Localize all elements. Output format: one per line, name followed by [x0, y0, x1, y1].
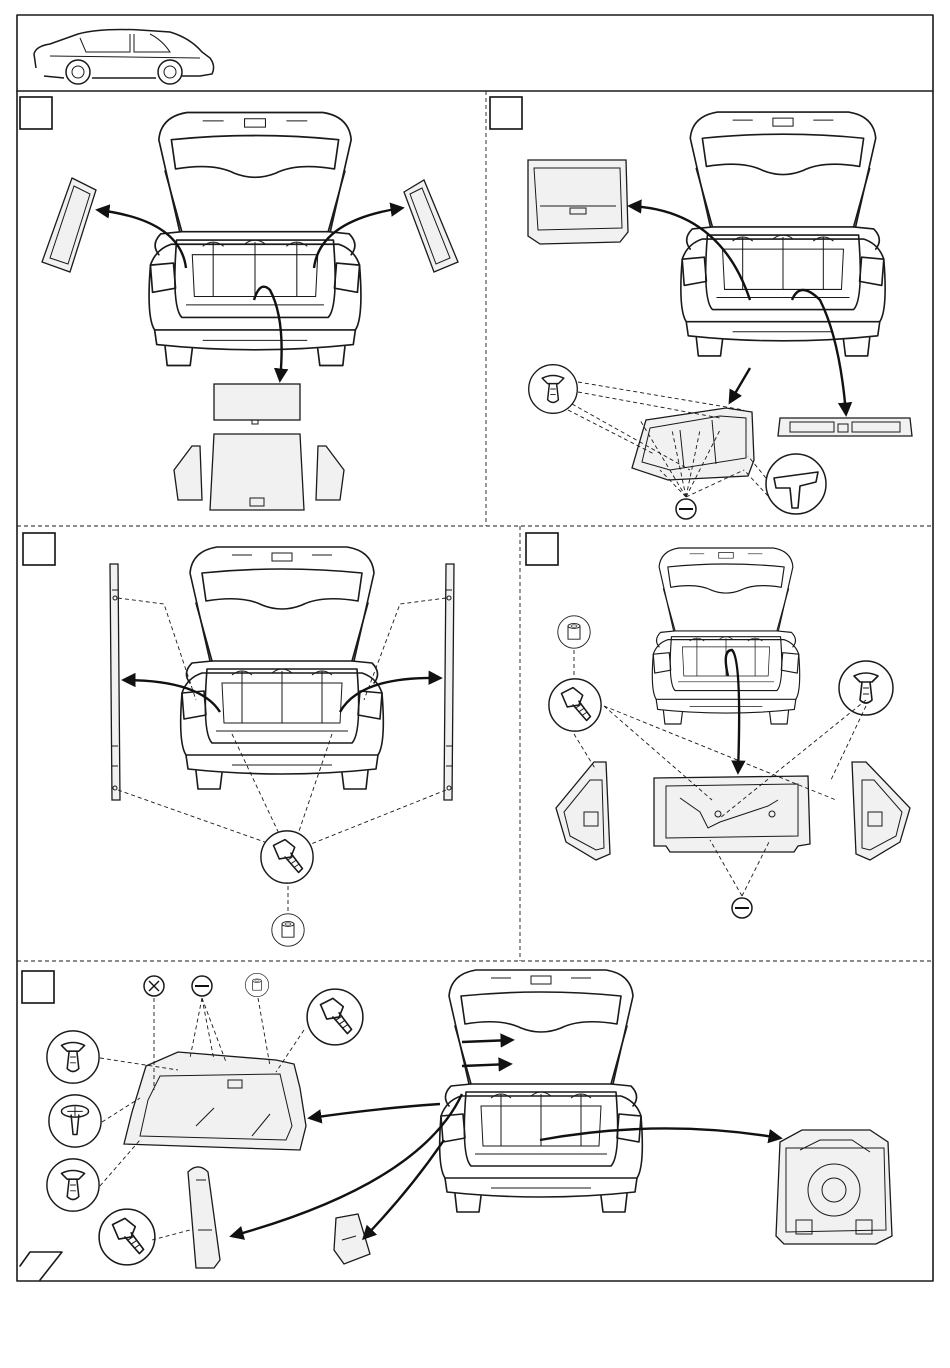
step-2-car-rear	[681, 112, 885, 356]
step-3-panel	[23, 533, 454, 946]
step-2-clip-icon	[529, 365, 578, 414]
arrow-to-spare-wheel-tray	[540, 1128, 780, 1140]
arrow-to-quarter-trim	[310, 1104, 440, 1118]
small-access-cover	[334, 1214, 370, 1264]
arrow-to-floor-boards	[254, 287, 282, 380]
lower-floor-board	[210, 434, 304, 510]
step-4-number-box	[526, 533, 558, 565]
station-wagon-side-view-icon	[34, 30, 214, 85]
step-2-number-box	[490, 97, 522, 129]
quarter-trim-panel	[124, 1052, 306, 1150]
right-vertical-trim-rail	[444, 564, 454, 800]
arrow-to-right-panel	[314, 208, 402, 268]
arrow-to-trim-box	[730, 368, 750, 402]
step-2-flat-screwdriver-icon	[676, 499, 696, 519]
side-cover-tall	[188, 1167, 220, 1268]
step-5-clip-icon-a	[47, 1031, 99, 1083]
step-4-nut-icon	[558, 616, 590, 648]
upper-floor-board	[214, 384, 300, 420]
right-corner-cover	[316, 446, 344, 500]
under-floor-trim-box	[632, 408, 754, 480]
arrow-to-cargo-cover	[630, 206, 750, 300]
step-5-flat-screwdriver-icon	[192, 976, 212, 996]
cargo-cover-board	[528, 160, 628, 244]
arrow-to-rear-floor-panel	[726, 650, 739, 772]
step-4-panel	[526, 533, 910, 918]
arrow-to-left-panel	[98, 210, 186, 268]
step-4-car-rear	[652, 548, 799, 724]
step-4-flat-screwdriver-icon	[732, 898, 752, 918]
step-5-bolt-icon-top	[307, 989, 363, 1045]
arrow-to-scuff-plate	[792, 290, 846, 414]
step-1-car-rear	[149, 113, 361, 366]
step-5-nut-icon-small	[245, 973, 268, 996]
arrow-inside-boot-upper	[462, 1040, 512, 1042]
page-corner-mark	[20, 1252, 62, 1280]
spare-wheel-tray	[776, 1130, 892, 1244]
step-3-car-rear	[181, 547, 384, 789]
step-5-car-rear	[440, 970, 643, 1212]
step-2-panel	[490, 97, 912, 519]
arrow-to-right-rail	[340, 678, 440, 712]
step-3-number-box	[23, 533, 55, 565]
step-5-number-box	[22, 971, 54, 1003]
step-5-bolt-icon-bottom	[99, 1209, 155, 1265]
step-3-bolt-icon	[261, 831, 313, 883]
step-5-cross-screwdriver-icon	[144, 976, 164, 996]
step-5-screw-icon	[49, 1095, 101, 1147]
step-1-panel	[20, 97, 458, 510]
step-1-number-box	[20, 97, 52, 129]
step-5-clip-icon-b	[47, 1159, 99, 1211]
rear-scuff-plate	[778, 418, 912, 436]
step-5-panel	[20, 970, 892, 1280]
left-corner-cover	[174, 446, 202, 500]
step-4-bolt-icon	[549, 679, 601, 731]
left-vertical-trim-rail	[110, 564, 120, 800]
arrow-inside-boot-lower	[462, 1064, 510, 1066]
arrow-to-access-cover	[364, 1140, 444, 1238]
rear-floor-panel	[654, 776, 810, 852]
step-3-nut-icon	[272, 914, 304, 946]
left-side-bracket	[556, 762, 610, 860]
